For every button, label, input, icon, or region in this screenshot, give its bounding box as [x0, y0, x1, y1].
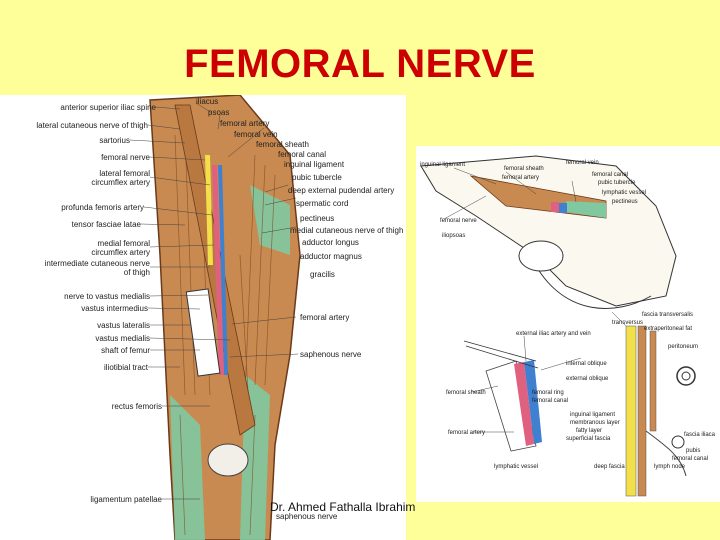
rlabel-fascia-iliaca: fascia iliaca: [684, 432, 716, 438]
label-femoral-nerve: femoral nerve: [101, 153, 150, 162]
rlabel-external-iliac: external iliac artery and vein: [516, 331, 591, 337]
label-iliotibial-tract: iliotibial tract: [103, 363, 148, 372]
label-medial-femoral-circumflex: medial femoral circumflex artery: [91, 239, 150, 257]
label-rectus-femoris: rectus femoris: [111, 402, 162, 411]
rlabel-superficial-fascia: superficial fascia: [566, 436, 611, 442]
rlabel-femoral-ring: femoral ring: [532, 390, 564, 396]
rlabel-femoral-artery: femoral artery: [502, 175, 540, 181]
label-ligamentum-patellae: ligamentum patellae: [90, 495, 162, 504]
label-iliacus: iliacus: [196, 97, 219, 106]
label-asis: anterior superior iliac spine: [60, 103, 156, 112]
label-sartorius: sartorius: [99, 136, 130, 145]
label-lateral-femoral-circumflex: lateral femoral circumflex artery: [91, 169, 150, 187]
rlabel-pubis: pubis: [686, 448, 701, 454]
label-adductor-longus: adductor longus: [302, 238, 359, 247]
label-femoral-canal: femoral canal: [278, 150, 327, 159]
rlabel-pectineus: pectineus: [612, 199, 638, 205]
label-spermatic-cord: spermatic cord: [296, 199, 349, 208]
rlabel-femoral-canal-c: femoral canal: [672, 456, 709, 462]
rlabel-femoral-sheath-b: femoral sheath: [446, 390, 486, 396]
label-deep-external-pudendal: deep external pudendal artery: [288, 186, 395, 195]
rlabel-transversus: transversus: [612, 320, 644, 326]
femoral-sheath-illustration: [420, 155, 696, 497]
rlabel-inguinal-ligament: inguinal ligament: [420, 162, 466, 168]
rlabel-femoral-canal-b: femoral canal: [532, 398, 569, 404]
label-saphenous-nerve: saphenous nerve: [300, 350, 362, 359]
label-femoral-artery-top: femoral artery: [220, 119, 270, 128]
rlabel-femoral-vein: femoral vein: [566, 160, 599, 166]
rlabel-femoral-sheath: femoral sheath: [504, 166, 544, 172]
rlabel-femoral-artery-b: femoral artery: [448, 430, 486, 436]
rlabel-lymph-node: lymph node: [654, 464, 686, 470]
label-vastus-medialis: vastus medialis: [95, 334, 150, 343]
label-inguinal-ligament: inguinal ligament: [284, 160, 345, 169]
label-psoas: psoas: [208, 108, 230, 117]
label-lateral-cutaneous-nerve: lateral cutaneous nerve of thigh: [36, 121, 148, 130]
label-medial-cutaneous-nerve: medial cutaneous nerve of thigh: [290, 226, 404, 235]
label-saphenous-nerve-bottom: saphenous nerve: [276, 512, 338, 521]
rlabel-peritoneum: peritoneum: [668, 344, 699, 350]
thigh-dissection-figure: anterior superior iliac spine lateral cu…: [0, 95, 406, 540]
label-nerve-to-vastus-medialis: nerve to vastus medialis: [64, 292, 150, 301]
rlabel-inguinal-ligament-b: inguinal ligament: [570, 412, 616, 418]
label-adductor-magnus: adductor magnus: [300, 252, 362, 261]
rlabel-iliopsoas: iliopsoas: [442, 233, 466, 239]
rlabel-external-oblique: external oblique: [566, 376, 609, 382]
rlabel-fascia-transversalis: fascia transversalis: [642, 312, 694, 318]
label-gracilis: gracilis: [310, 270, 335, 279]
slide-title: FEMORAL NERVE: [184, 42, 536, 86]
label-pubic-tubercle: pubic tubercle: [292, 173, 342, 182]
femoral-sheath-figure: inguinal ligament femoral sheath femoral…: [416, 146, 720, 502]
label-femoral-sheath: femoral sheath: [256, 140, 309, 149]
label-femoral-vein: femoral vein: [234, 130, 278, 139]
label-intermediate-cutaneous-nerve: intermediate cutaneous nerve of thigh: [44, 259, 150, 277]
rlabel-membranous-layer: membranous layer: [570, 420, 620, 426]
rlabel-pubic-tubercle: pubic tubercle: [598, 180, 636, 186]
rlabel-femoral-canal: femoral canal: [592, 172, 629, 178]
rlabel-lymphatic-vessel-b: lymphatic vessel: [494, 464, 539, 470]
rlabel-deep-fascia: deep fascia: [594, 464, 625, 470]
thigh-illustration: [129, 95, 301, 540]
label-pectineus: pectineus: [300, 214, 335, 223]
rlabel-internal-oblique: internal oblique: [566, 361, 607, 367]
rlabel-fatty-layer: fatty layer: [576, 428, 603, 434]
label-tensor-fasciae-latae: tensor fasciae latae: [71, 220, 141, 229]
label-profunda-femoris: profunda femoris artery: [61, 203, 144, 212]
rlabel-extraperitoneal-fat: extraperitoneal fat: [644, 326, 693, 332]
rlabel-lymphatic-vessel: lymphatic vessel: [602, 190, 647, 196]
author-credit: Dr. Ahmed Fathalla Ibrahim: [270, 500, 416, 514]
label-femoral-artery-lower: femoral artery: [300, 313, 350, 322]
label-vastus-lateralis: vastus lateralis: [97, 321, 150, 330]
rlabel-femoral-nerve: femoral nerve: [440, 218, 477, 224]
label-shaft-of-femur: shaft of femur: [101, 346, 150, 355]
label-vastus-intermedius: vastus intermedius: [81, 304, 148, 313]
